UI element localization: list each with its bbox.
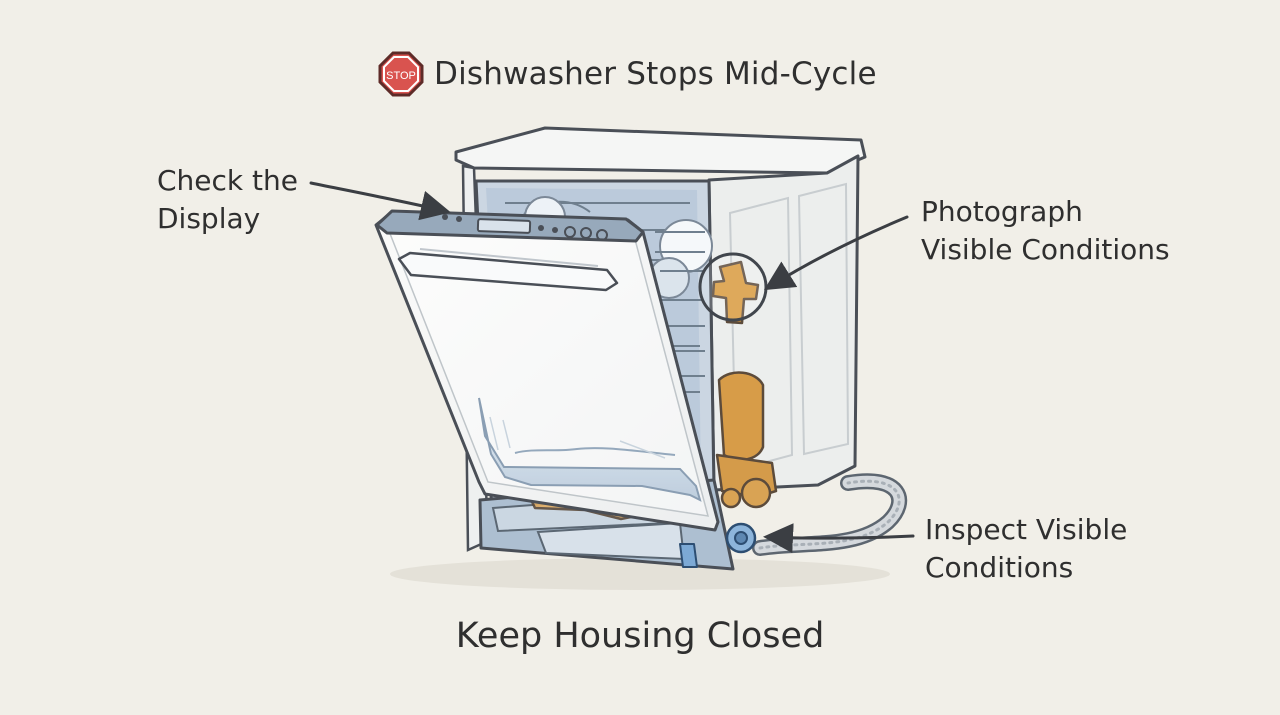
callout-arrows — [309, 181, 915, 554]
page-title: STOP Dishwasher Stops Mid-Cycle — [378, 49, 877, 99]
check-display-line-1: Check the — [157, 164, 298, 197]
photograph-arrow — [763, 215, 909, 291]
photograph-line-2: Visible Conditions — [921, 233, 1170, 266]
inspect-line-2: Conditions — [925, 551, 1074, 584]
check-display-callout: Check the Display — [157, 162, 298, 238]
drain-hose — [679, 473, 908, 568]
stop-sign-icon: STOP — [378, 51, 424, 97]
photograph-conditions-callout: Photograph Visible Conditions — [921, 193, 1170, 269]
check-display-line-2: Display — [157, 202, 261, 235]
floor-shadow — [390, 558, 890, 590]
inspect-arrow — [763, 523, 915, 554]
display-arrow — [309, 181, 451, 221]
keep-housing-closed-footer: Keep Housing Closed — [455, 616, 825, 656]
zoom-inspection-circle — [698, 252, 768, 322]
dishwasher-door — [374, 209, 720, 532]
inspect-line-1: Inspect Visible — [925, 513, 1128, 546]
photograph-line-1: Photograph — [921, 195, 1083, 228]
svg-text:STOP: STOP — [386, 70, 416, 82]
title-text: Dishwasher Stops Mid-Cycle — [434, 55, 877, 92]
inspect-conditions-callout: Inspect Visible Conditions — [925, 511, 1127, 587]
